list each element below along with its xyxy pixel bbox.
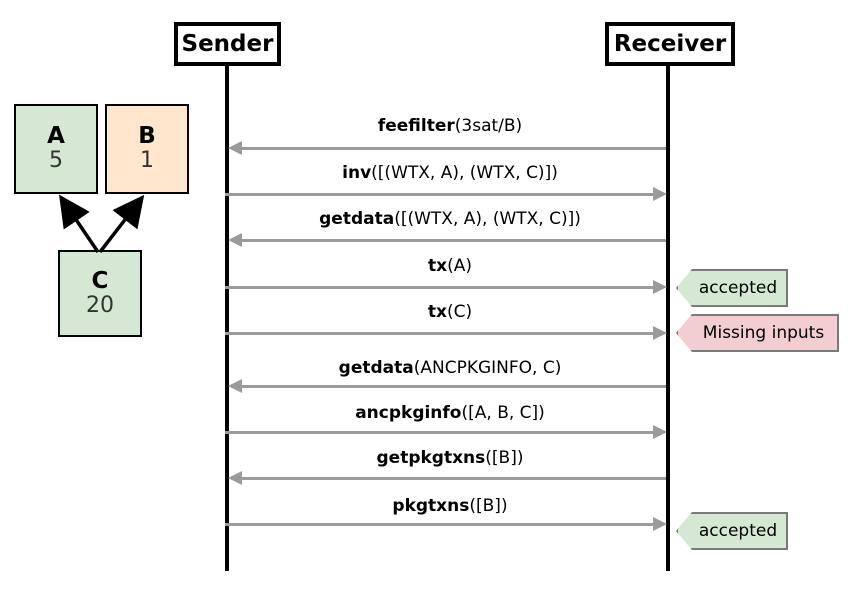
- message-line-3: [225, 286, 659, 289]
- dependency-arrows: [59, 194, 145, 254]
- status-badge-missing-inputs-tx-c[interactable]: Missing inputs: [676, 314, 839, 352]
- message-arrowhead-0: [228, 141, 242, 155]
- message-line-2: [232, 239, 666, 242]
- message-line-7: [232, 477, 666, 480]
- lifeline-receiver: [666, 66, 670, 571]
- message-args-8: ([B]): [469, 496, 508, 516]
- message-command-7: getpkgtxns: [376, 448, 486, 468]
- transaction-box-b[interactable]: B 1: [105, 104, 189, 194]
- message-args-6: ([A, B, C]): [461, 403, 545, 423]
- message-label-1: inv([(WTX, A), (WTX, C)]): [342, 163, 558, 183]
- status-badge-accepted-tx-a[interactable]: accepted: [676, 269, 788, 307]
- lifeline-sender: [225, 66, 229, 571]
- status-badge-accepted-pkgtxns[interactable]: accepted: [676, 512, 788, 550]
- message-command-1: inv: [342, 163, 372, 183]
- message-args-3: (A): [447, 256, 472, 276]
- message-command-5: getdata: [338, 358, 414, 378]
- transaction-fee-c: 20: [86, 292, 114, 318]
- message-label-0: feefilter(3sat/B): [378, 116, 522, 136]
- transaction-box-a[interactable]: A 5: [14, 104, 98, 194]
- message-arrowhead-3: [653, 280, 667, 294]
- message-label-8: pkgtxns([B]): [392, 496, 507, 516]
- message-command-3: tx: [428, 256, 448, 276]
- transaction-fee-a: 5: [49, 148, 63, 174]
- message-arrowhead-6: [653, 425, 667, 439]
- status-badge-label: Missing inputs: [702, 323, 825, 343]
- transaction-box-c[interactable]: C 20: [58, 250, 142, 337]
- message-label-5: getdata(ANCPKGINFO, C): [339, 358, 562, 378]
- participant-receiver-label: Receiver: [613, 31, 727, 57]
- participant-sender[interactable]: Sender: [174, 22, 281, 66]
- message-line-6: [225, 431, 659, 434]
- transaction-name-c: C: [91, 267, 109, 294]
- message-line-8: [225, 523, 659, 526]
- message-args-7: ([B]): [485, 448, 524, 468]
- message-label-4: tx(C): [428, 302, 472, 322]
- message-arrowhead-8: [653, 517, 667, 531]
- message-command-0: feefilter: [377, 116, 455, 136]
- message-args-2: ([(WTX, A), (WTX, C)]): [394, 209, 581, 229]
- message-arrowhead-4: [653, 326, 667, 340]
- dependency-edge-c-to-b: [98, 194, 145, 254]
- message-args-4: (C): [446, 302, 473, 322]
- dependency-edge-c-to-a: [59, 194, 100, 253]
- message-label-6: ancpkginfo([A, B, C]): [355, 403, 545, 423]
- message-command-2: getdata: [319, 209, 395, 229]
- message-line-4: [225, 332, 659, 335]
- message-arrowhead-2: [228, 233, 242, 247]
- status-badge-label: accepted: [698, 521, 778, 541]
- message-arrowhead-5: [228, 379, 242, 393]
- message-command-6: ancpkginfo: [355, 403, 462, 423]
- message-args-1: ([(WTX, A), (WTX, C)]): [371, 163, 558, 183]
- message-label-2: getdata([(WTX, A), (WTX, C)]): [319, 209, 581, 229]
- message-line-5: [232, 385, 666, 388]
- transaction-name-b: B: [138, 123, 156, 150]
- message-line-1: [225, 193, 659, 196]
- message-arrowhead-7: [228, 471, 242, 485]
- participant-receiver[interactable]: Receiver: [605, 22, 735, 66]
- message-command-4: tx: [427, 302, 447, 322]
- participant-sender-label: Sender: [181, 31, 274, 57]
- message-args-5: (ANCPKGINFO, C): [413, 358, 562, 378]
- transaction-name-a: A: [47, 123, 65, 150]
- message-arrowhead-1: [653, 187, 667, 201]
- status-badge-label: accepted: [698, 278, 778, 298]
- transaction-fee-b: 1: [140, 148, 154, 174]
- message-label-7: getpkgtxns([B]): [377, 448, 524, 468]
- message-command-8: pkgtxns: [392, 496, 470, 516]
- message-label-3: tx(A): [428, 256, 472, 276]
- message-line-0: [232, 147, 666, 150]
- message-args-0: (3sat/B): [454, 116, 523, 136]
